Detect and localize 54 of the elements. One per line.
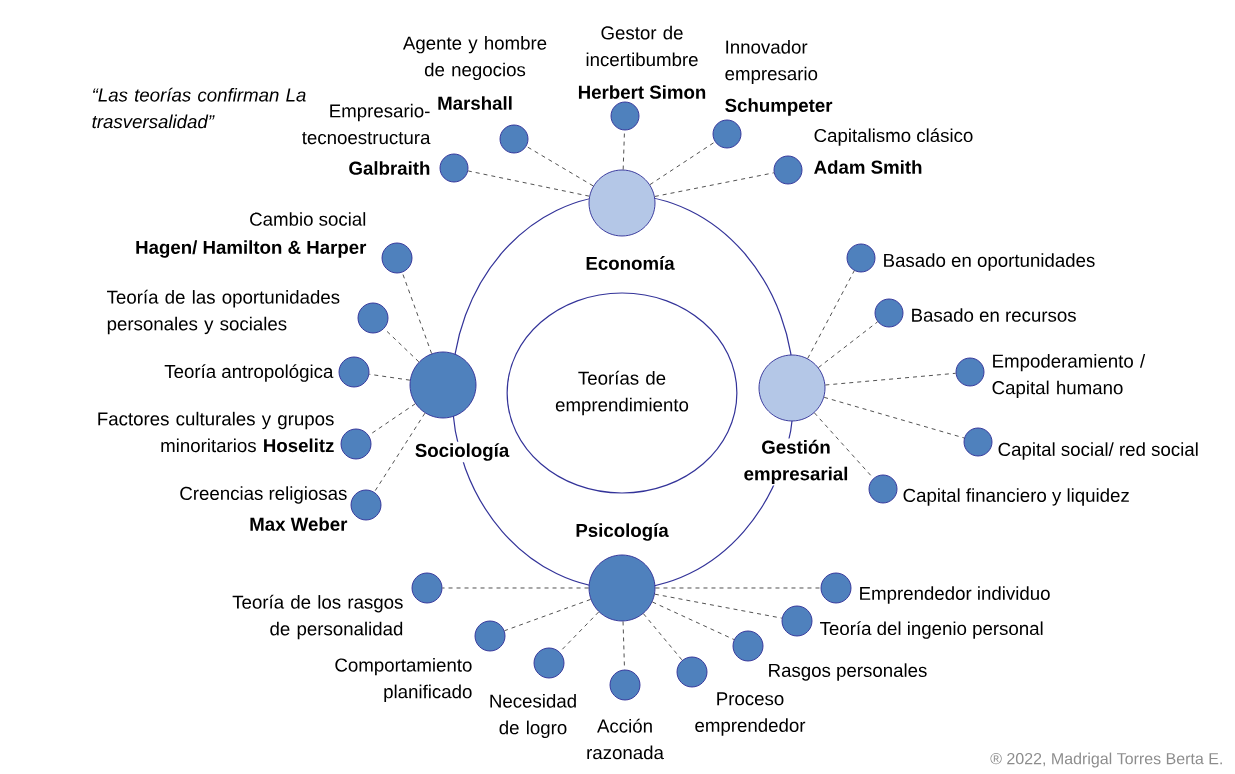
theory-caption: Necesidad de logro [490,693,576,738]
theory-caption: Comportamiento planificado [335,657,472,702]
connector-line [654,172,775,197]
author-name: Adam Smith [814,160,922,174]
theory-caption: Agente y hombre de negocios [402,35,547,81]
theory-caption: Creencias religiosas [180,486,347,504]
connector-line [814,412,874,479]
theory-caption: Factores culturales y grupos minoritarios Hoselitz [98,411,334,453]
hub-label: Economía [584,254,676,272]
theory-caption: Emprendedor individuo [860,586,1050,604]
connector-line [823,396,965,439]
connector-line [401,272,432,354]
theory-caption: Proceso emprendedor [695,692,806,736]
connector-line [442,587,589,589]
author-name: Hagen/ Hamilton & Harper [136,240,367,258]
hub-label: Sociología [413,441,511,463]
hub-label: Gestión empresarial [734,438,858,486]
connector-line [622,621,625,670]
connector-line [368,403,416,436]
connector-line [373,412,426,493]
theory-caption: Innovador empresario [725,39,818,85]
connector-line [655,587,821,589]
theory-caption: Teoría antropológica [164,364,334,382]
connector-line [818,321,878,368]
author-name: Schumpeter [725,98,833,116]
theory-caption: Empoderamiento / Capital humano [992,353,1146,398]
connector-line [504,599,591,632]
connector-line [526,145,594,187]
author-name: Max Weber [250,517,348,531]
connector-line [807,270,855,359]
theory-caption: Capital social/ red social [998,442,1198,460]
theory-caption: Capitalismo clásico [814,128,973,146]
author-name: Galbraith [349,161,430,175]
theory-caption: Cambio social [250,212,366,226]
theory-caption: Capital financiero y liquidez [903,488,1129,506]
connector-line [643,613,683,661]
copyright-note: ® 2022, Madrigal Torres Berta E. [990,752,1222,768]
connector-line [824,372,956,386]
theory-caption: Basado en recursos [912,308,1076,322]
theory-caption: Teoría de las oportunidades personales y sociales [107,289,340,335]
theory-caption: Rasgos personales [769,663,927,681]
author-name: Herbert Simon [578,85,706,99]
theory-caption: Teoría de los rasgos de personalidad [232,594,403,640]
theory-caption: Gestor de incertibumbre [586,25,698,67]
theory-caption: Teoría del ingenio personal [820,621,1043,639]
connector-line [559,611,600,653]
theory-caption: Acción razonada [587,718,664,760]
hub-label: Psicología [574,521,670,543]
connector-line [622,130,625,170]
theory-caption: Basado en oportunidades [884,253,1095,271]
connector-line [368,373,411,381]
connector-line [654,593,783,619]
connector-line [467,170,590,197]
author-name: Marshall [438,96,512,110]
